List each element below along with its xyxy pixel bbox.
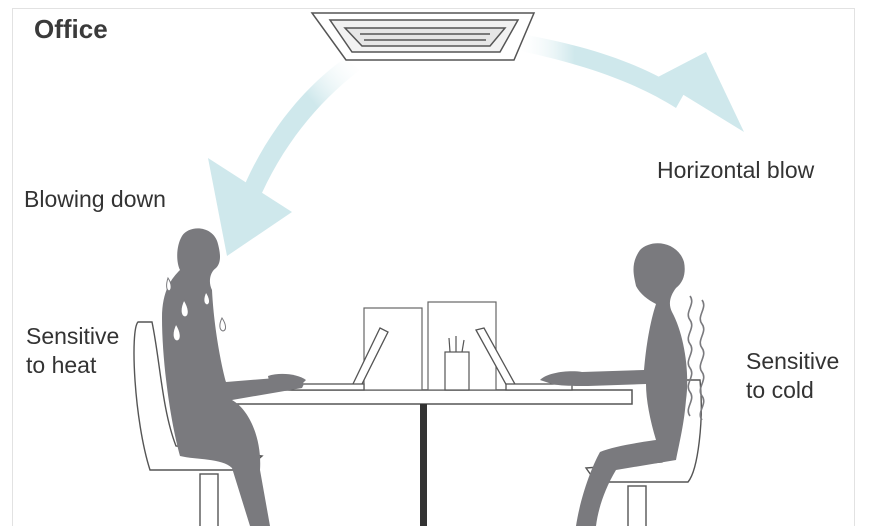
label-horizontal-blow: Horizontal blow: [657, 157, 814, 184]
desk-partitions: [364, 302, 496, 390]
label-line: to heat: [26, 351, 119, 380]
label-sensitive-to-cold: Sensitive to cold: [746, 347, 839, 405]
label-sensitive-to-heat: Sensitive to heat: [26, 322, 119, 380]
airflow-down-arrow: [208, 58, 360, 256]
label-line: Sensitive: [746, 347, 839, 376]
woman-silhouette: [540, 243, 687, 526]
page-title: Office: [34, 14, 108, 45]
label-line: to cold: [746, 376, 839, 405]
ceiling-ac-unit: [312, 13, 534, 60]
label-blowing-down: Blowing down: [24, 186, 166, 213]
table: [220, 390, 632, 526]
man-silhouette: [162, 228, 306, 526]
airflow-horizontal-arrow: [515, 34, 744, 132]
label-line: Sensitive: [26, 322, 119, 351]
